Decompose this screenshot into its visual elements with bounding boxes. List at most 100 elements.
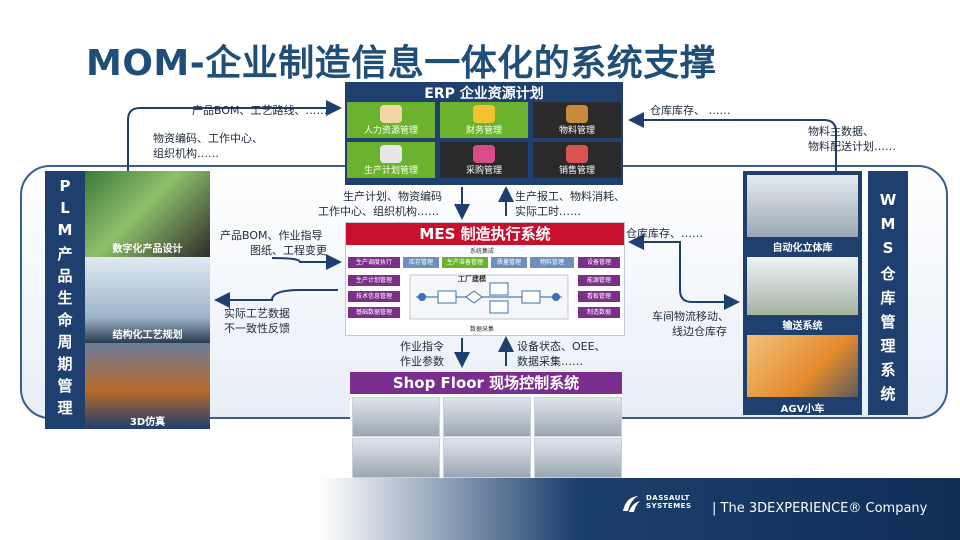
mes-right-item[interactable]: 看板管理 bbox=[578, 291, 620, 302]
erp-tile-finance[interactable]: 财务管理 bbox=[440, 102, 528, 138]
brand-tagline: | The 3DEXPERIENCE® Company bbox=[712, 501, 927, 516]
shop-floor-panel: Shop Floor 现场控制系统 bbox=[350, 372, 622, 478]
wms-vertical-label: W M S 仓 库 管 理 系 统 bbox=[868, 171, 908, 415]
mes-tab[interactable]: 生产准备管理 bbox=[442, 257, 488, 268]
plm-vertical-label: P L M 产 品 生 命 周 期 管 理 bbox=[45, 171, 85, 429]
note-erp-plm-1: 物资编码、工作中心、 bbox=[153, 132, 263, 146]
plm-panel-label: 3D仿真 bbox=[85, 413, 210, 428]
dassault-logo-icon bbox=[620, 493, 642, 515]
note-mes-plm-1: 实际工艺数据 bbox=[224, 307, 290, 321]
factory-model-flow bbox=[402, 271, 576, 323]
plm-letter: 品 bbox=[45, 265, 85, 286]
note-mes-erp-1: 生产报工、物料消耗、 bbox=[515, 190, 625, 204]
note-plm-erp: 产品BOM、工艺路线、…… bbox=[192, 104, 328, 118]
note-erp-plm-2: 组织机构…… bbox=[153, 147, 219, 161]
erp-tile-purchase[interactable]: 采购管理 bbox=[440, 142, 528, 178]
mes-tab[interactable]: 库存管理 bbox=[403, 257, 439, 268]
wms-panel-storage[interactable]: 自动化立体库 bbox=[743, 171, 862, 255]
note-mes-erp-2: 实际工时…… bbox=[515, 205, 581, 219]
mes-tab[interactable]: 质量管理 bbox=[491, 257, 527, 268]
agv-image bbox=[747, 335, 858, 397]
arrow-wms-mes-stock bbox=[632, 242, 680, 250]
erp-tile-material[interactable]: 物料管理 bbox=[533, 102, 621, 138]
plm-letter: 理 bbox=[45, 397, 85, 418]
wms-panel-agv[interactable]: AGV小车 bbox=[743, 333, 862, 415]
plm-letter: 命 bbox=[45, 309, 85, 330]
note-plm-mes-2: 图纸、工程变更 bbox=[250, 244, 327, 258]
wms-letter: 系 bbox=[868, 359, 908, 380]
plm-letter: 生 bbox=[45, 287, 85, 308]
clipboard-icon bbox=[380, 145, 402, 163]
note-wms-mes: 仓库库存、…… bbox=[626, 227, 703, 241]
wms-letter: W bbox=[868, 191, 908, 209]
note-mes-plm-2: 不一致性反馈 bbox=[224, 322, 290, 336]
erp-tile-label: 人力资源管理 bbox=[347, 123, 435, 136]
erp-tile-sales[interactable]: 销售管理 bbox=[533, 142, 621, 178]
machine-image bbox=[534, 397, 622, 437]
note-erp-mes-2: 工作中心、组织机构…… bbox=[318, 205, 439, 219]
erp-tile-label: 财务管理 bbox=[440, 123, 528, 136]
plm-panel-simulation[interactable]: 3D仿真 bbox=[85, 343, 210, 429]
mes-tab[interactable]: 设备管理 bbox=[578, 257, 620, 268]
people-icon bbox=[380, 105, 402, 123]
brand-line-1: DASSAULT bbox=[646, 494, 692, 502]
note-mes-shop-1: 作业指令 bbox=[400, 340, 444, 354]
machine-image bbox=[352, 397, 440, 437]
plm-panel-design[interactable]: 数字化产品设计 bbox=[85, 171, 210, 257]
mes-left-item[interactable]: 基础数据管理 bbox=[348, 307, 400, 318]
plm-letter: 管 bbox=[45, 375, 85, 396]
erp-panel: ERP 企业资源计划 人力资源管理 财务管理 物料管理 生产计划管理 采购管理 … bbox=[345, 82, 623, 185]
box-icon bbox=[566, 105, 588, 123]
note-mes-wms-2: 线边仓库存 bbox=[672, 325, 727, 339]
mes-left-item[interactable]: 技术信息管理 bbox=[348, 291, 400, 302]
wms-letter: 仓 bbox=[868, 263, 908, 284]
erp-tile-label: 采购管理 bbox=[440, 163, 528, 176]
plm-panel-label: 数字化产品设计 bbox=[85, 240, 210, 255]
mes-integration-label: 系统集成 bbox=[470, 246, 494, 255]
mes-panel: MES 制造执行系统 系统集成 生产调度执行 库存管理 生产准备管理 质量管理 … bbox=[345, 222, 625, 336]
mes-tab[interactable]: 物料管理 bbox=[530, 257, 574, 268]
wms-letter: 管 bbox=[868, 311, 908, 332]
plm-panel-label: 结构化工艺规划 bbox=[85, 326, 210, 341]
erp-tile-label: 生产计划管理 bbox=[347, 163, 435, 176]
plm-letter: L bbox=[45, 199, 85, 217]
note-mes-shop-2: 作业参数 bbox=[400, 355, 444, 369]
mes-left-item[interactable]: 生产计划管理 bbox=[348, 275, 400, 286]
conveyor-image bbox=[747, 257, 858, 315]
note-plm-mes-1: 产品BOM、作业指导 bbox=[220, 229, 323, 243]
mes-tab[interactable]: 生产调度执行 bbox=[348, 257, 400, 268]
arrow-wms-to-erp bbox=[632, 120, 836, 171]
wms-letter: 统 bbox=[868, 383, 908, 404]
plm-panel-process[interactable]: 结构化工艺规划 bbox=[85, 257, 210, 343]
note-erp-wms-2: 物料配送计划…… bbox=[808, 140, 896, 154]
sale-bag-icon bbox=[566, 145, 588, 163]
erp-title: ERP 企业资源计划 bbox=[345, 83, 623, 103]
wms-panel-conveyor[interactable]: 输送系统 bbox=[743, 255, 862, 333]
mes-collect-label: 数据采集 bbox=[470, 324, 494, 333]
wms-letter: M bbox=[868, 215, 908, 233]
plm-letter: 期 bbox=[45, 353, 85, 374]
wms-panel-label: AGV小车 bbox=[743, 400, 862, 415]
erp-tile-production-plan[interactable]: 生产计划管理 bbox=[347, 142, 435, 178]
mes-right-item[interactable]: 制造数据 bbox=[578, 307, 620, 318]
erp-tile-label: 物料管理 bbox=[533, 123, 621, 136]
brand-line-2: SYSTEMES bbox=[646, 502, 692, 510]
note-wms-erp: 仓库库存、 …… bbox=[650, 104, 731, 118]
controller-image bbox=[443, 438, 531, 478]
arrow-mes-to-plm bbox=[218, 290, 338, 300]
erp-tile-label: 销售管理 bbox=[533, 163, 621, 176]
wms-letter: 理 bbox=[868, 335, 908, 356]
note-mes-wms-1: 车间物流移动、 bbox=[652, 310, 729, 324]
mes-center-label: 工厂建模 bbox=[458, 274, 486, 284]
note-shop-mes-2: 数据采集…… bbox=[517, 355, 583, 369]
plm-letter: P bbox=[45, 177, 85, 195]
note-shop-mes-1: 设备状态、OEE、 bbox=[517, 340, 606, 354]
mes-right-item[interactable]: 能源管理 bbox=[578, 275, 620, 286]
wms-panel-label: 自动化立体库 bbox=[743, 239, 862, 254]
shop-floor-title: Shop Floor 现场控制系统 bbox=[350, 372, 622, 394]
note-erp-mes-1: 生产计划、物资编码 bbox=[343, 190, 442, 204]
erp-tile-hr[interactable]: 人力资源管理 bbox=[347, 102, 435, 138]
wms-panel-label: 输送系统 bbox=[743, 317, 862, 332]
mes-title: MES 制造执行系统 bbox=[346, 223, 624, 245]
cart-icon bbox=[473, 145, 495, 163]
